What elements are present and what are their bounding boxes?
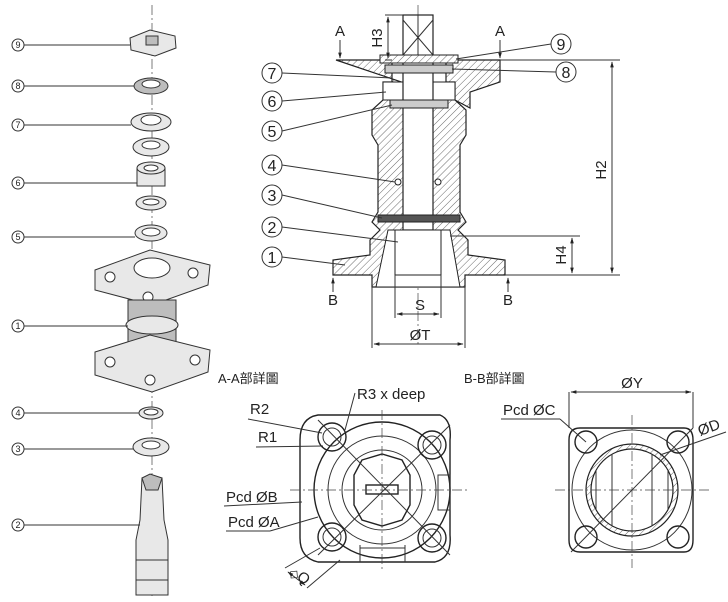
dimension-h3: H3 xyxy=(369,14,403,61)
dimension-q: ◇ Q xyxy=(284,547,341,589)
section-balloon-2: 2 xyxy=(261,216,399,243)
part-5-gland xyxy=(134,224,168,242)
svg-text:Pcd ØB: Pcd ØB xyxy=(226,489,278,506)
svg-text:4: 4 xyxy=(15,408,20,418)
svg-text:ØD: ØD xyxy=(696,416,723,440)
svg-text:5: 5 xyxy=(268,124,277,141)
svg-text:2: 2 xyxy=(268,220,277,237)
section-balloon-5: 5 xyxy=(261,104,393,142)
svg-text:ØY: ØY xyxy=(621,375,643,392)
detail-aa-title: A-A部詳圖 xyxy=(218,371,279,386)
detail-bb: B-B部詳圖 ØY Pcd ØC ØD xyxy=(464,371,727,568)
label-r1: R1 xyxy=(255,429,324,448)
svg-text:9: 9 xyxy=(557,37,566,54)
section-balloon-4: 4 xyxy=(261,154,396,183)
svg-text:5: 5 xyxy=(15,232,20,242)
svg-text:R1: R1 xyxy=(258,429,277,446)
svg-text:3: 3 xyxy=(15,444,20,454)
label-pcd-a: Pcd ØA xyxy=(226,514,319,532)
svg-text:1: 1 xyxy=(15,321,20,331)
bolt-holes-bb xyxy=(574,430,690,549)
dimension-s: S xyxy=(394,275,442,318)
bolt-holes-aa xyxy=(317,422,447,553)
balloon-2: 2 xyxy=(11,518,140,532)
svg-text:8: 8 xyxy=(15,81,20,91)
section-balloon-6: 6 xyxy=(261,90,387,112)
exploded-balloons: 9 8 7 6 5 1 4 3 2 xyxy=(11,38,140,532)
svg-text:R2: R2 xyxy=(250,401,269,418)
section-mark-a-left: A xyxy=(335,23,345,59)
section-mark-b-left: B xyxy=(328,277,338,309)
part-4-o-ring xyxy=(138,406,164,420)
balloon-5: 5 xyxy=(11,230,135,244)
svg-text:4: 4 xyxy=(268,158,277,175)
balloon-4: 4 xyxy=(11,406,139,420)
label-pcd-b: Pcd ØB xyxy=(223,489,303,507)
section-view: A A B B H3 H2 H4 S ØT 7 xyxy=(261,5,620,348)
label-pcd-c: Pcd ØC xyxy=(501,402,587,443)
section-balloon-7: 7 xyxy=(261,62,393,84)
part-2-stem xyxy=(135,473,169,596)
svg-text:ØT: ØT xyxy=(410,327,431,344)
svg-text:1: 1 xyxy=(268,250,277,267)
balloon-9: 9 xyxy=(11,38,130,52)
detail-bb-title: B-B部詳圖 xyxy=(464,371,525,386)
section-mark-b-right: B xyxy=(503,277,513,309)
svg-text:A: A xyxy=(495,23,505,40)
balloon-3: 3 xyxy=(11,442,133,456)
svg-text:6: 6 xyxy=(15,178,20,188)
part-6-packing xyxy=(135,161,167,211)
dimension-h4: H4 xyxy=(450,235,580,274)
dimension-h2: H2 xyxy=(500,59,620,276)
svg-text:H2: H2 xyxy=(593,160,610,179)
svg-text:8: 8 xyxy=(562,65,571,82)
detail-aa: A-A部詳圖 R3 x deep R2 R1 Pcd ØB Pcd ØA ◇ Q xyxy=(218,371,470,589)
svg-text:H3: H3 xyxy=(369,28,386,47)
section-balloon-3: 3 xyxy=(261,184,383,219)
balloon-7: 7 xyxy=(11,118,131,132)
exploded-view: 9 8 7 6 5 1 4 3 2 xyxy=(11,5,211,598)
svg-text:6: 6 xyxy=(268,94,277,111)
svg-text:S: S xyxy=(415,297,425,314)
section-mark-a-right: A xyxy=(495,23,505,59)
svg-text:A: A xyxy=(335,23,345,40)
svg-text:Pcd ØA: Pcd ØA xyxy=(228,514,280,531)
balloon-6: 6 xyxy=(11,176,137,190)
section-balloon-8: 8 xyxy=(451,61,577,83)
part-3-gasket xyxy=(132,437,170,457)
dimension-y: ØY xyxy=(568,375,694,428)
part-9-lock-nut xyxy=(129,29,177,57)
svg-text:2: 2 xyxy=(15,520,20,530)
svg-text:7: 7 xyxy=(268,66,277,83)
dimension-t: ØT xyxy=(371,287,466,348)
part-1-bracket xyxy=(94,249,211,393)
label-r3-deep: R3 x deep xyxy=(344,386,425,431)
svg-text:B: B xyxy=(328,292,338,309)
balloon-1: 1 xyxy=(11,319,128,333)
svg-text:7: 7 xyxy=(15,120,20,130)
label-d: ØD xyxy=(659,416,727,456)
section-balloon-9: 9 xyxy=(455,33,572,60)
section-balloon-1: 1 xyxy=(261,246,346,268)
svg-text:B: B xyxy=(503,292,513,309)
svg-text:3: 3 xyxy=(268,188,277,205)
svg-text:Pcd ØC: Pcd ØC xyxy=(503,402,556,419)
svg-text:H4: H4 xyxy=(553,245,570,264)
part-7-washers xyxy=(130,112,172,157)
svg-text:R3 x deep: R3 x deep xyxy=(357,386,425,403)
svg-text:9: 9 xyxy=(15,40,20,50)
balloon-8: 8 xyxy=(11,79,134,93)
part-8-nut xyxy=(133,77,169,95)
label-r2: R2 xyxy=(247,401,323,434)
